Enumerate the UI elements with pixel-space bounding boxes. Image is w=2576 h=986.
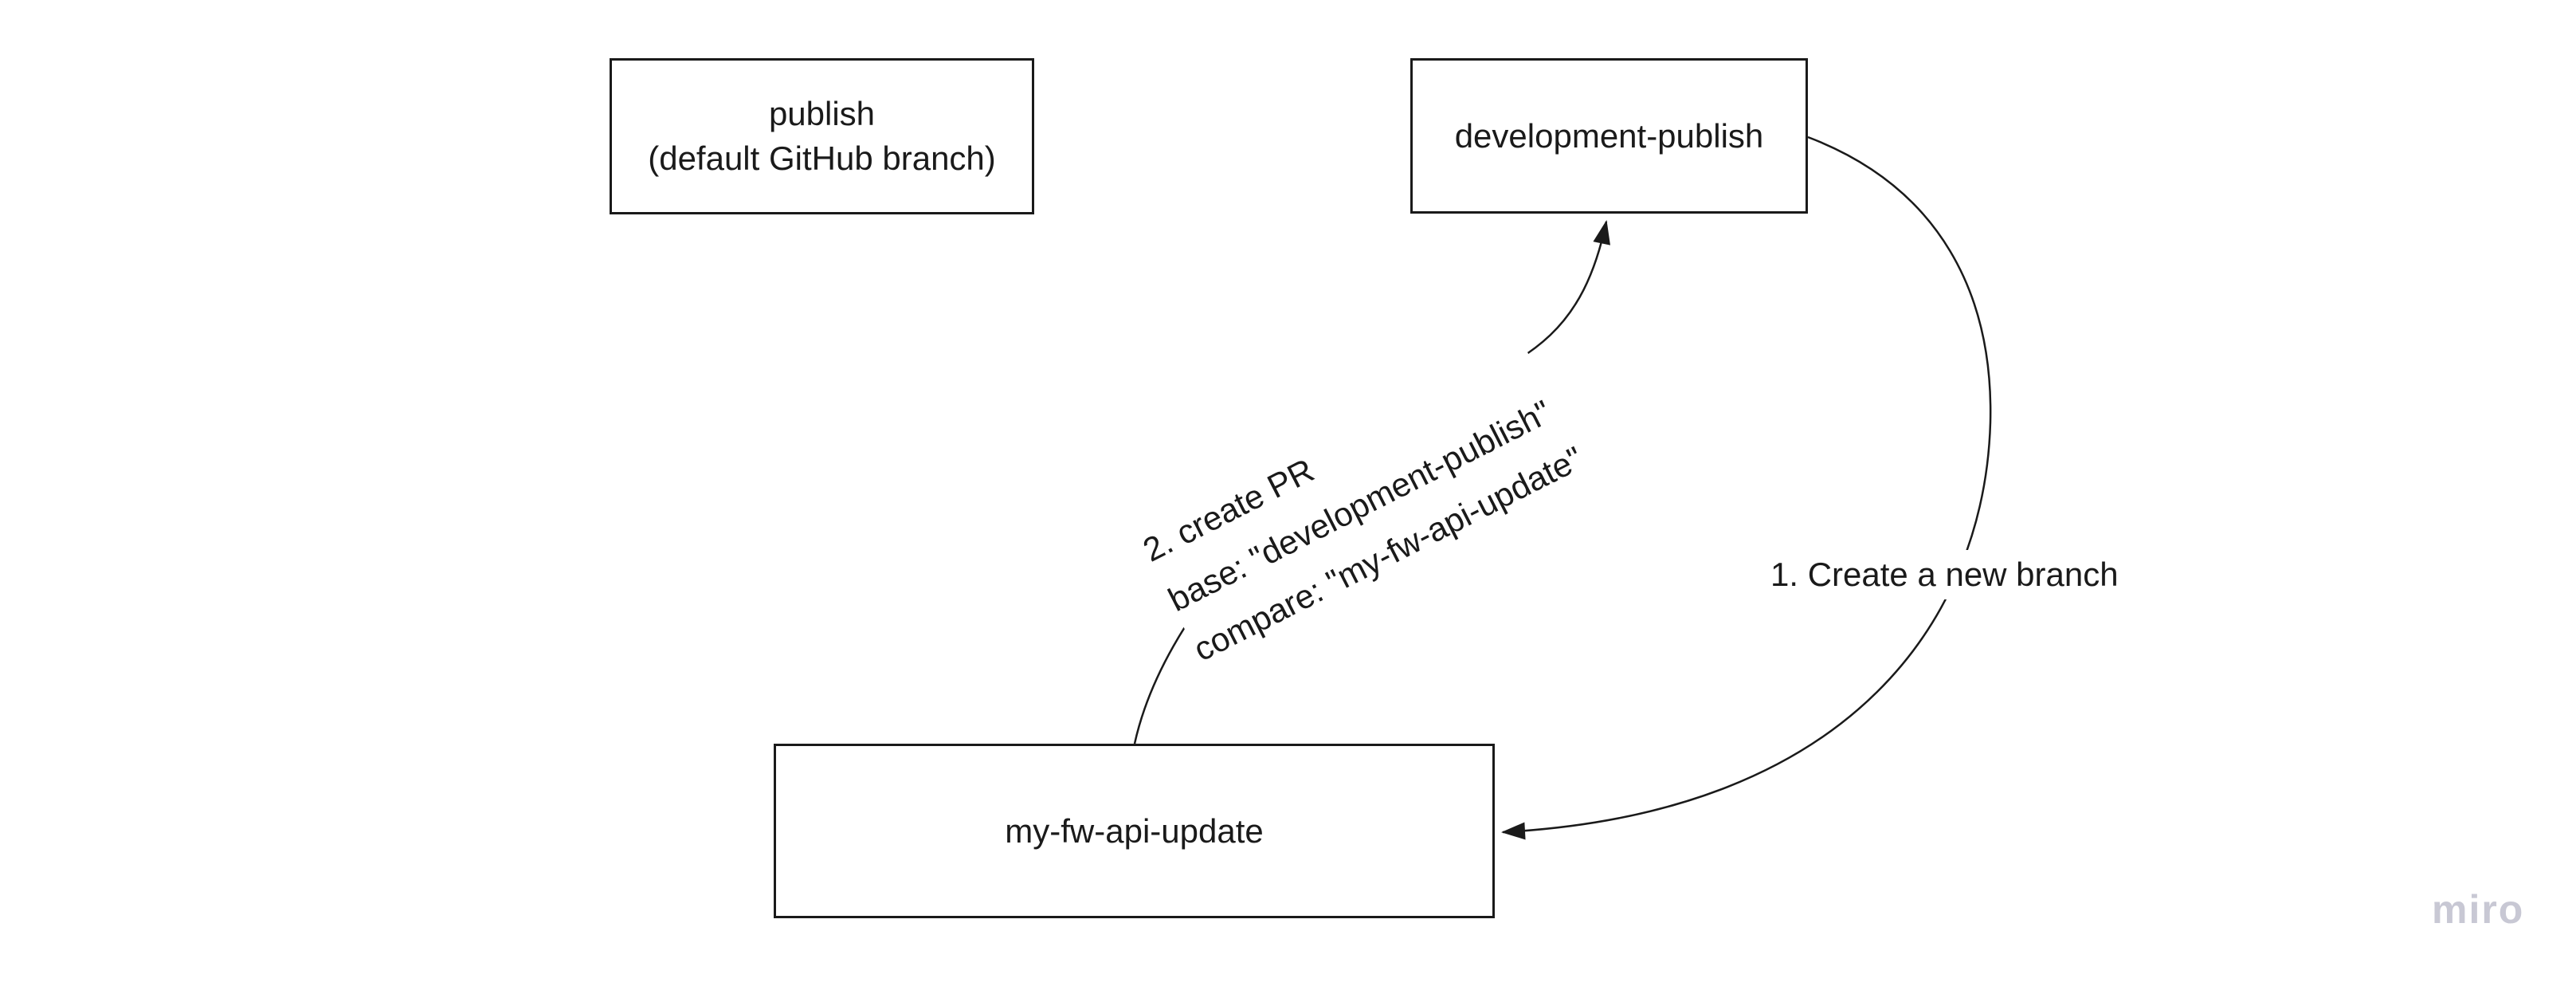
node-publish-label-line1: publish [768, 95, 876, 132]
node-publish[interactable]: publish (default GitHub branch) [610, 58, 1034, 214]
miro-watermark: miro [2432, 887, 2525, 932]
node-my-fw-api-update-label: my-fw-api-update [1005, 811, 1264, 850]
edge-label-create-branch[interactable]: 1. Create a new branch [1758, 550, 2131, 599]
node-development-publish-label: development-publish [1454, 116, 1764, 155]
node-my-fw-api-update[interactable]: my-fw-api-update [774, 744, 1495, 918]
edge-label-create-branch-text: 1. Create a new branch [1770, 556, 2119, 593]
node-development-publish[interactable]: development-publish [1410, 58, 1808, 214]
node-publish-label-line2: (default GitHub branch) [648, 139, 996, 177]
connector-create-branch-curve[interactable] [1501, 136, 1992, 840]
